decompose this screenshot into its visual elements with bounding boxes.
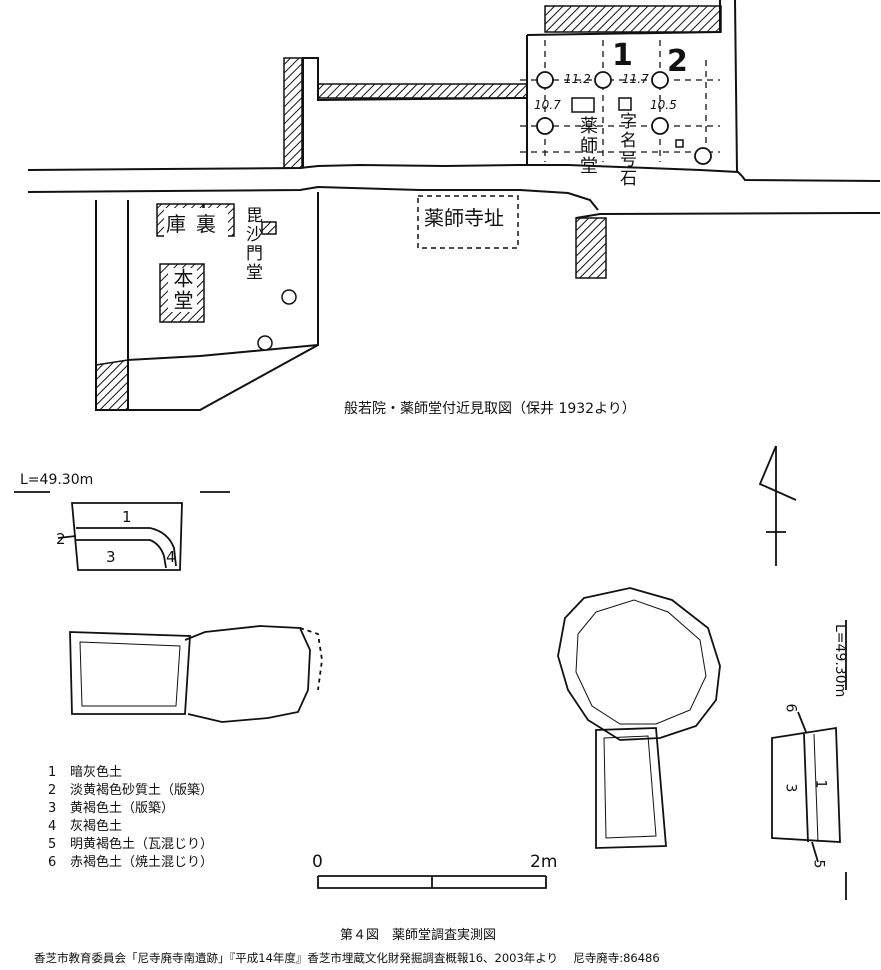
sign-stone-label: 字名号石 <box>616 112 636 188</box>
plan-left <box>69 625 323 723</box>
source-credit: 香芝市教育委員会「尼寺廃寺南遺跡」『平成14年度』香芝市埋蔵文化財発掘調査概報1… <box>34 951 660 965</box>
bishamon-label: 毘沙門堂 <box>242 206 262 282</box>
layer-number: 3 <box>782 783 799 793</box>
map-caption: 般若院・薬師堂付近見取図（保井 1932より） <box>344 401 636 417</box>
hondo-label: 本堂 <box>168 268 197 312</box>
level-label-b: L=49.30m <box>832 624 848 698</box>
section-b <box>771 620 847 900</box>
yakushido-label: 薬師堂 <box>577 116 598 176</box>
layer-number: 5 <box>810 859 827 869</box>
pillar-circles <box>536 71 712 165</box>
layer-number: 2 <box>56 530 66 548</box>
level-label-a: L=49.30m <box>20 472 94 488</box>
layer-number: 6 <box>782 703 799 713</box>
measurement-label: 11.7 <box>622 72 649 86</box>
pillar-number-2: 2 <box>667 44 688 79</box>
measurement-label: 10.7 <box>534 98 561 112</box>
pillar-number-1: 1 <box>612 38 633 73</box>
scale-end-label: 2m <box>530 852 558 872</box>
temple-site-box <box>417 195 519 249</box>
scale-start-label: 0 <box>312 852 323 872</box>
measurement-label: 10.5 <box>650 98 677 112</box>
warehouse-label: 庫裏 <box>164 208 228 237</box>
plan-right <box>557 587 721 849</box>
temple-site-label: 薬師寺址 <box>424 206 504 230</box>
layer-number: 1 <box>812 779 829 789</box>
measurement-label: 11.2 <box>564 72 591 86</box>
scale-bar <box>317 875 547 889</box>
section-a <box>14 491 230 571</box>
hatched-walls <box>95 5 722 411</box>
figure-caption: 第４図 薬師堂調査実測図 <box>340 928 497 943</box>
layer-number: 3 <box>106 548 116 566</box>
layer-number: 1 <box>122 508 132 526</box>
layer-number: 4 <box>166 548 176 566</box>
north-arrow <box>758 445 797 566</box>
